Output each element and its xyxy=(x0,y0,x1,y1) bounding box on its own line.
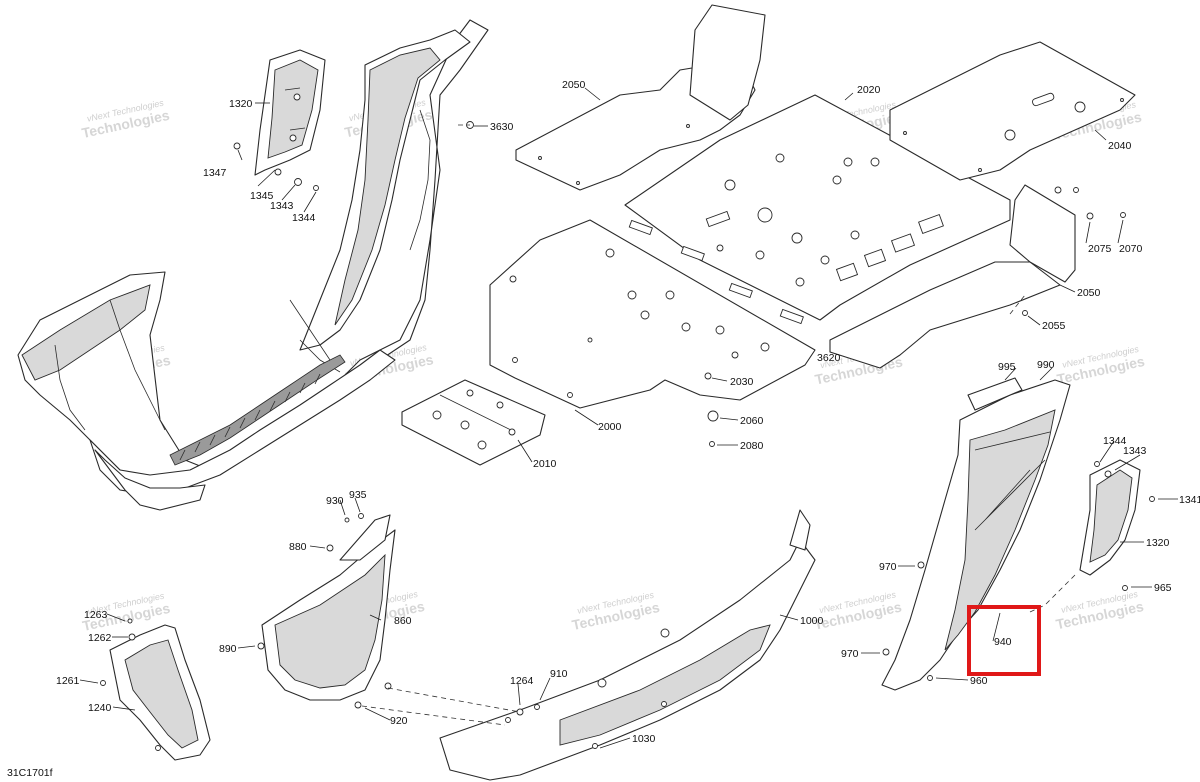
callout-1341: 1341 xyxy=(1179,494,1200,506)
callout-960: 960 xyxy=(970,675,988,687)
callout-1262: 1262 xyxy=(88,632,112,644)
callout-1344: 1344 xyxy=(292,212,316,224)
callout-2000: 2000 xyxy=(598,421,622,433)
callout-1343: 1343 xyxy=(270,200,294,212)
assembly-lines xyxy=(361,124,1076,726)
callout-2070: 2070 xyxy=(1119,243,1143,255)
callout-1000: 1000 xyxy=(800,615,824,627)
callout-2020: 2020 xyxy=(857,84,881,96)
callout-920: 920 xyxy=(390,715,408,727)
floor-panels xyxy=(401,4,1136,466)
callout-2075: 2075 xyxy=(1088,243,1112,255)
callout-990: 990 xyxy=(1037,359,1055,371)
callout-3620: 3620 xyxy=(817,352,841,364)
callout-930: 930 xyxy=(326,495,344,507)
callout-2080: 2080 xyxy=(740,440,764,452)
callout-1240: 1240 xyxy=(88,702,112,714)
watermark: vNext Technologies Technologies xyxy=(812,589,903,632)
callout-2040: 2040 xyxy=(1108,140,1132,152)
callout-3630: 3630 xyxy=(490,121,514,133)
callout-2030: 2030 xyxy=(730,376,754,388)
left-body-frame xyxy=(17,19,489,511)
callout-2060: 2060 xyxy=(740,415,764,427)
callout-860: 860 xyxy=(394,615,412,627)
leader-lines xyxy=(79,87,1178,749)
watermark: vNext Technologies Technologies xyxy=(1055,344,1146,387)
callout-1261: 1261 xyxy=(56,675,80,687)
callout-2010: 2010 xyxy=(533,458,557,470)
callout-labels: 1320 1347 1345 1343 1344 3630 2050 2020 … xyxy=(7,79,1200,779)
callout-1347: 1347 xyxy=(203,167,227,179)
drawing-code: 31C1701f xyxy=(7,767,53,779)
callout-910: 910 xyxy=(550,668,568,680)
callout-1320: 1320 xyxy=(229,98,253,110)
callout-1343: 1343 xyxy=(1123,445,1147,457)
callout-995: 995 xyxy=(998,361,1016,373)
callout-965: 965 xyxy=(1154,582,1172,594)
callout-1345: 1345 xyxy=(250,190,274,202)
watermark: vNext Technologies Technologies xyxy=(570,590,661,633)
callout-1264: 1264 xyxy=(510,675,534,687)
watermark: vNext Technologies Technologies xyxy=(80,98,171,141)
watermark: vNext Technologies Technologies xyxy=(1054,589,1145,632)
callout-2050: 2050 xyxy=(1077,287,1101,299)
callout-2055: 2055 xyxy=(1042,320,1066,332)
callout-880: 880 xyxy=(289,541,307,553)
callout-1030: 1030 xyxy=(632,733,656,745)
lower-left-bracket xyxy=(100,618,211,761)
lower-left-guard xyxy=(257,513,396,709)
right-side-panel xyxy=(881,377,1155,691)
rocker-panel xyxy=(439,509,816,781)
callout-1320: 1320 xyxy=(1146,537,1170,549)
callout-970: 970 xyxy=(879,561,897,573)
callout-890: 890 xyxy=(219,643,237,655)
callout-1344: 1344 xyxy=(1103,435,1127,447)
callout-2050: 2050 xyxy=(562,79,586,91)
callout-935: 935 xyxy=(349,489,367,501)
callout-940: 940 xyxy=(994,636,1012,648)
callout-970: 970 xyxy=(841,648,859,660)
highlight-box-940 xyxy=(967,605,1041,676)
callout-1263: 1263 xyxy=(84,609,108,621)
